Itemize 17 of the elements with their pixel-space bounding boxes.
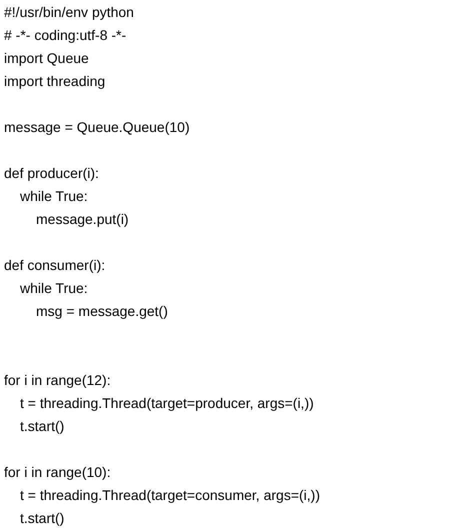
code-line: import threading [4, 72, 106, 90]
code-line: while True: [20, 187, 88, 205]
code-line: message = Queue.Queue(10) [4, 118, 190, 136]
code-line: import Queue [4, 49, 89, 67]
code-line: msg = message.get() [36, 302, 168, 320]
code-line: while True: [20, 279, 88, 297]
code-line: t = threading.Thread(target=consumer, args=(i,)) [20, 486, 320, 504]
code-line: t.start() [20, 417, 64, 435]
code-line: # -*- coding:utf-8 -*- [4, 26, 126, 44]
code-line: for i in range(12): [4, 371, 111, 389]
code-line: def producer(i): [4, 164, 99, 182]
code-line: t = threading.Thread(target=producer, args=(i,)) [20, 394, 314, 412]
code-line: t.start() [20, 509, 64, 527]
code-line: message.put(i) [36, 210, 129, 228]
code-line: for i in range(10): [4, 463, 111, 481]
code-line: def consumer(i): [4, 256, 106, 274]
code-line: #!/usr/bin/env python [4, 3, 134, 21]
